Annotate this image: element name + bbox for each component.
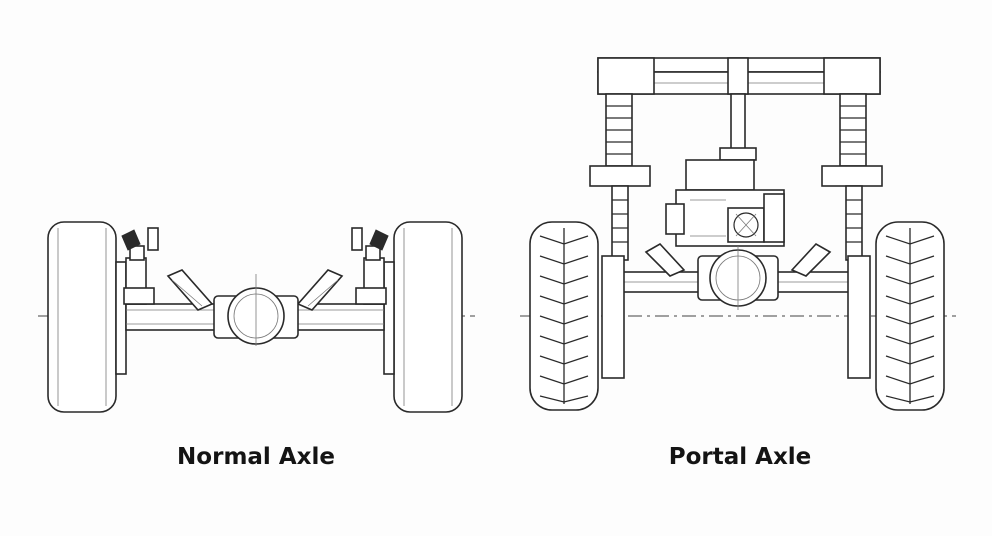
portal-right-wheel	[875, 221, 945, 411]
portal-right-column	[821, 93, 883, 261]
portal-top-frame	[597, 57, 881, 95]
normal-axle-drawing	[38, 221, 475, 413]
normal-right-knuckle	[351, 227, 389, 305]
normal-angled-links	[166, 269, 344, 311]
normal-left-knuckle	[121, 227, 159, 305]
portal-left-column	[589, 93, 651, 261]
normal-left-wheel	[47, 221, 127, 413]
portal-axle-drawing	[520, 57, 956, 411]
normal-right-wheel	[383, 221, 463, 413]
portal-differential	[697, 246, 779, 310]
normal-axle-caption: Normal Axle	[177, 444, 335, 470]
portal-left-wheel	[529, 221, 599, 411]
portal-angled-links	[644, 242, 832, 277]
portal-axle-caption: Portal Axle	[668, 444, 812, 470]
normal-differential	[213, 274, 299, 346]
portal-center-shaft	[719, 93, 757, 161]
portal-gearbox	[665, 159, 785, 247]
